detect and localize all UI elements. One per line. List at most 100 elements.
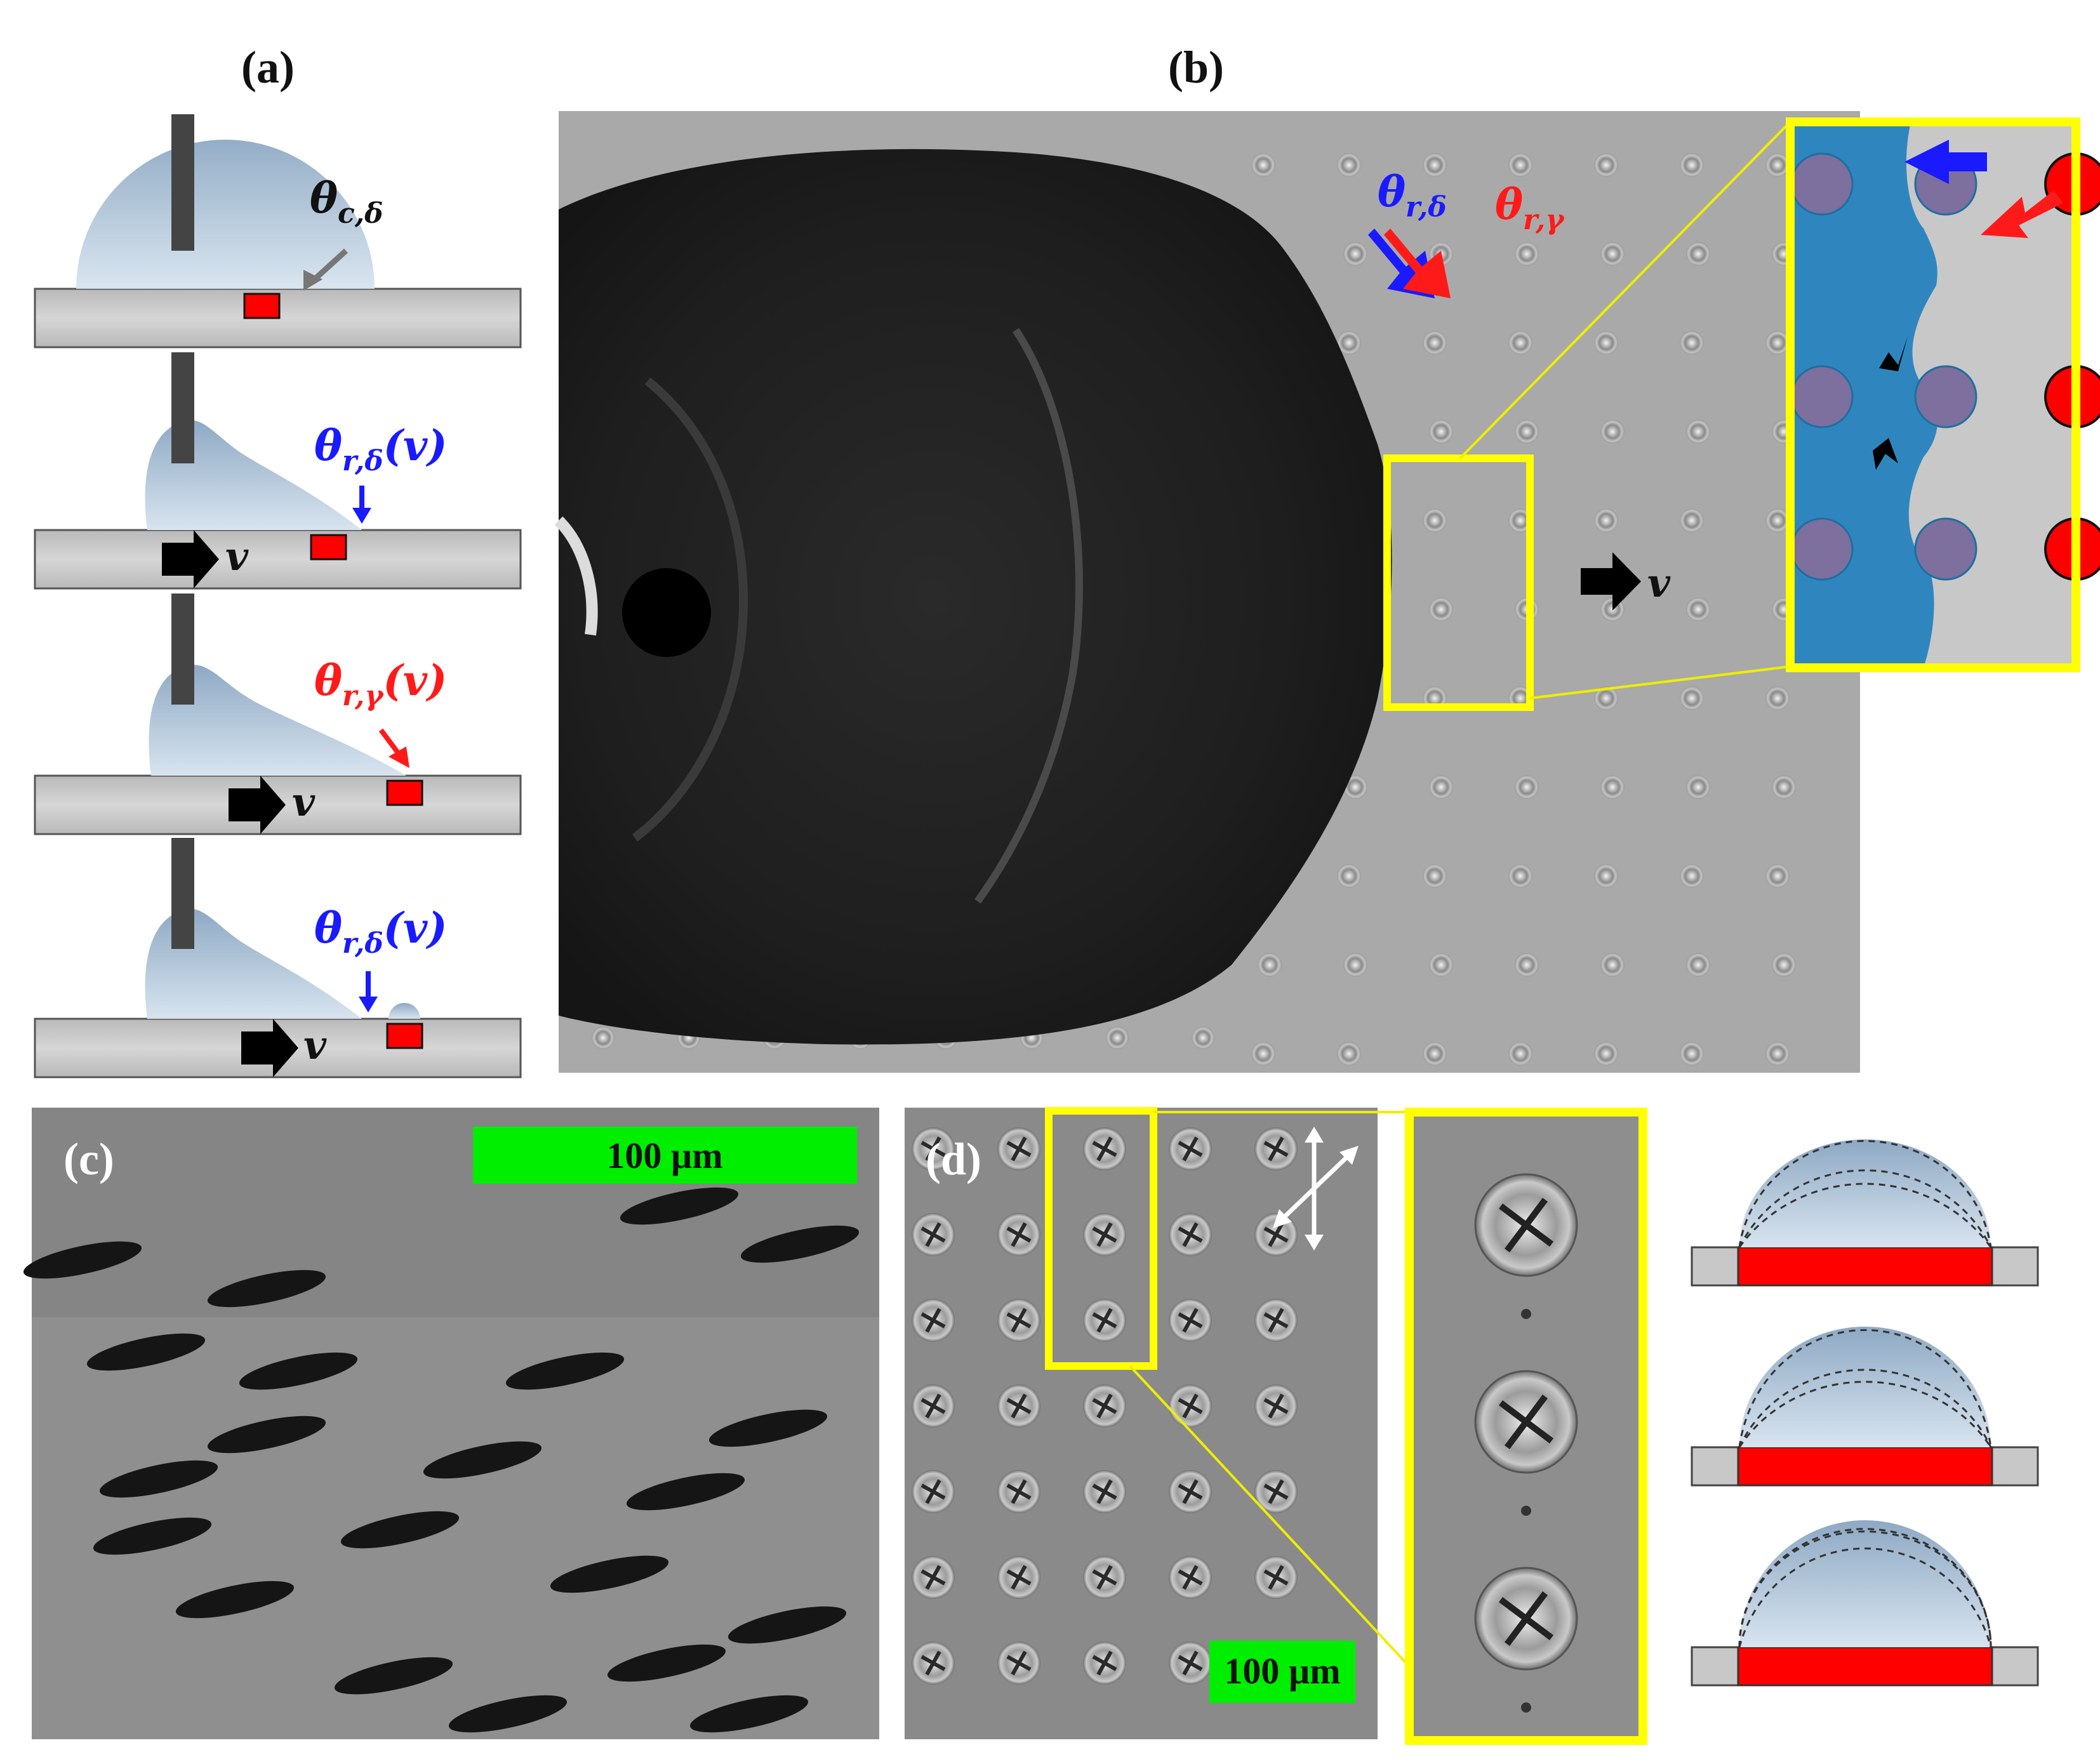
contact-angle-outline bbox=[1738, 1369, 1992, 1448]
swirl-brush bbox=[920, 1393, 946, 1419]
pointer-arrowhead-icon bbox=[359, 997, 378, 1012]
pinning-site bbox=[386, 1023, 423, 1049]
elliptical-hole bbox=[86, 1333, 206, 1371]
defect-dot bbox=[1515, 242, 1539, 266]
elliptical-hole bbox=[93, 1517, 212, 1555]
defect-dot bbox=[1508, 153, 1532, 177]
zoom-satellite bbox=[1521, 1702, 1531, 1713]
swirl-brush bbox=[1006, 1308, 1032, 1333]
contact-angle-outline bbox=[1738, 1530, 1992, 1648]
schematic-receding-gamma: θr,γ(v) v bbox=[34, 594, 522, 835]
anchoring-schematics bbox=[1691, 1139, 2039, 1687]
zoom-inset-border bbox=[1405, 1108, 1647, 1745]
swirl-brush bbox=[1006, 1222, 1032, 1247]
swirl-brush bbox=[1263, 1222, 1289, 1247]
schematic-receding-delta: θr,δ(v) v bbox=[34, 352, 522, 590]
residual-droplet bbox=[389, 1003, 420, 1019]
contact-angle-outline bbox=[1738, 1547, 1992, 1648]
pinning-site bbox=[1737, 1446, 1993, 1487]
panel-label-b: (b) bbox=[1168, 42, 1224, 93]
defect-dot bbox=[1594, 508, 1618, 533]
swirl-brush bbox=[1006, 1650, 1032, 1676]
defect-dot bbox=[1680, 1042, 1704, 1066]
defect-dot bbox=[1337, 864, 1361, 888]
panel-a: (a) θc,δ θr,δ(v) v bbox=[34, 42, 522, 1078]
theta-r-gamma-label: θr,γ bbox=[1495, 180, 1565, 236]
elliptical-hole bbox=[550, 1555, 669, 1593]
elliptical-hole bbox=[175, 1581, 295, 1619]
elliptical-hole bbox=[207, 1416, 326, 1454]
elliptical-hole bbox=[423, 1441, 542, 1479]
pointer-arrowhead-icon bbox=[352, 508, 371, 524]
elliptical-hole bbox=[728, 1606, 847, 1644]
defect-dot bbox=[1343, 242, 1367, 266]
contact-angle-outline bbox=[1738, 1329, 1992, 1448]
defect-dot bbox=[1600, 953, 1625, 977]
inset-schematic bbox=[1786, 117, 2100, 672]
swirl-brush bbox=[1006, 1565, 1032, 1590]
defect-dot bbox=[1686, 242, 1710, 266]
inset-black-arrow-icon bbox=[1873, 438, 1898, 470]
defect-dot bbox=[1515, 775, 1539, 799]
defect-array bbox=[912, 1127, 1298, 1685]
scale-bar-c bbox=[473, 1127, 857, 1184]
swirl-brush bbox=[1178, 1479, 1203, 1504]
defect-dot bbox=[1594, 1042, 1618, 1066]
elliptical-hole bbox=[448, 1695, 568, 1733]
reflection-highlight bbox=[554, 516, 598, 636]
theta-r-delta-label: θr,δ(v) bbox=[314, 903, 448, 960]
swirl-brush bbox=[1178, 1222, 1203, 1247]
swirl-brush bbox=[1263, 1479, 1289, 1504]
swirl-brush bbox=[1092, 1308, 1117, 1333]
defect-dot bbox=[1772, 775, 1796, 799]
defect-dot bbox=[1765, 686, 1790, 710]
pinning-site bbox=[310, 534, 347, 560]
swirl-brush bbox=[920, 1650, 946, 1676]
defect-dot bbox=[1343, 775, 1367, 799]
pinning-site bbox=[386, 779, 423, 806]
swirl-brush bbox=[920, 1479, 946, 1504]
theta-r-gamma-label: θr,γ(v) bbox=[314, 656, 447, 712]
scale-label-c: 100 µm bbox=[606, 1135, 722, 1176]
defect-dot bbox=[1251, 153, 1275, 177]
defect-dot bbox=[1423, 508, 1447, 533]
contact-angle-outline bbox=[1738, 1169, 1992, 1248]
defect-dot bbox=[1594, 686, 1618, 710]
defect-dot bbox=[1680, 864, 1704, 888]
panel-c: (c) 100 µm bbox=[23, 1108, 879, 1739]
contact-angle-outline bbox=[1738, 1381, 1992, 1448]
elliptical-hole bbox=[607, 1644, 726, 1682]
defect-dot bbox=[1337, 331, 1361, 355]
zoom-line bbox=[1459, 121, 1791, 460]
defect-dot bbox=[1343, 953, 1367, 977]
inset-border bbox=[1786, 117, 2080, 672]
analyzer-arrowheads-icon bbox=[1273, 1146, 1359, 1228]
defect-dot bbox=[1765, 331, 1790, 355]
defect-dot bbox=[1594, 864, 1618, 888]
elliptical-hole bbox=[340, 1511, 460, 1549]
zoom-defect-brush bbox=[1499, 1591, 1553, 1646]
panel-d: (d) 100 µm bbox=[905, 1107, 2039, 1745]
defect-dot bbox=[1429, 597, 1453, 621]
defect-dot bbox=[1686, 420, 1710, 444]
swirl-brush bbox=[1092, 1479, 1117, 1504]
defect-dot bbox=[1423, 864, 1447, 888]
defect-dot bbox=[1680, 331, 1704, 355]
elliptical-hole bbox=[207, 1270, 326, 1308]
velocity-arrow-icon bbox=[162, 530, 219, 588]
defect-dot bbox=[1686, 775, 1710, 799]
defect-dot bbox=[1515, 420, 1539, 444]
zoom-satellite bbox=[1521, 1506, 1531, 1516]
swirl-brush bbox=[1178, 1308, 1203, 1333]
highlight-box bbox=[1383, 454, 1534, 711]
panel-label-a: (a) bbox=[241, 42, 295, 93]
pinning-site bbox=[243, 293, 281, 319]
defect-dot bbox=[1600, 242, 1625, 266]
defect-dot bbox=[1192, 1026, 1214, 1049]
panel-b: (b) θr,δ θr,γ v bbox=[554, 42, 2100, 1073]
defect-dot bbox=[1686, 597, 1710, 621]
defect-dot bbox=[1258, 953, 1282, 977]
zoom-line bbox=[1129, 1365, 1407, 1664]
swirl-brush bbox=[1178, 1650, 1203, 1676]
defect-dot bbox=[1765, 864, 1790, 888]
